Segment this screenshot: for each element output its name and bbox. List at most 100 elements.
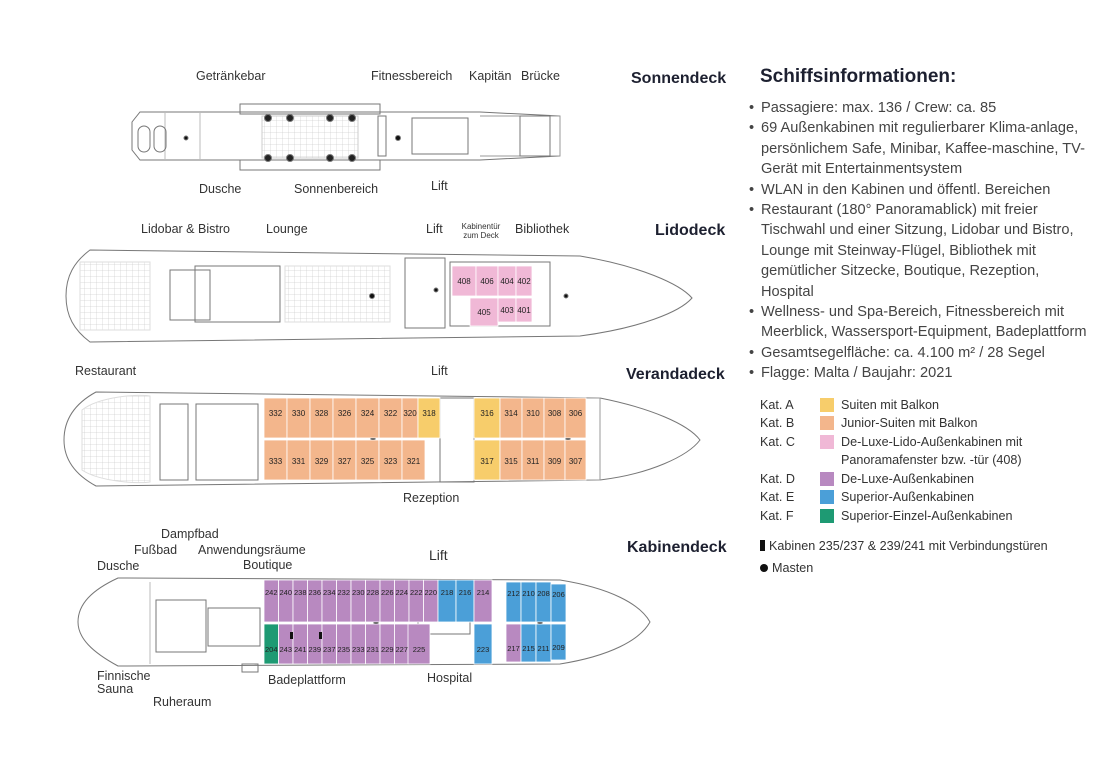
cabin-number: 241 <box>294 645 307 654</box>
cabin-number: 316 <box>480 409 494 418</box>
legend-label: De-Luxe-Lido-Außenkabinen mit Panoramafe… <box>841 434 1023 468</box>
info-title: Schiffsinformationen: <box>760 66 957 87</box>
cabin-number: 405 <box>477 308 491 317</box>
cabin-320 <box>401 397 419 439</box>
cabin-401 <box>515 297 533 323</box>
cabin-number: 204 <box>265 645 278 654</box>
info-bullet: Passagiere: max. 136 / Crew: ca. 85 <box>748 98 1093 119</box>
cabin-number: 212 <box>507 589 520 598</box>
cabin-number: 214 <box>477 588 490 597</box>
cabin-number: 229 <box>381 645 394 654</box>
legend-label: Junior-Suiten mit Balkon <box>841 416 978 431</box>
cabin-240 <box>278 579 294 623</box>
cabin-308 <box>543 397 566 439</box>
cabin-209 <box>550 623 567 661</box>
cabin-228 <box>365 579 381 623</box>
legend-kat: Kat. B <box>760 416 795 431</box>
cabin-number: 320 <box>403 409 417 418</box>
mast-icon <box>760 564 768 573</box>
cabin-number: 230 <box>352 588 365 597</box>
cabin-number: 237 <box>323 645 336 654</box>
cabin-number: 406 <box>480 277 494 286</box>
cabin-314 <box>499 397 523 439</box>
cabin-number: 225 <box>413 645 426 654</box>
cabin-322 <box>378 397 403 439</box>
cabin-number: 226 <box>381 588 394 597</box>
connecting-door-marker <box>290 632 293 639</box>
cabin-234 <box>321 579 337 623</box>
cabin-number: 318 <box>422 409 436 418</box>
cabin-number: 239 <box>308 645 321 654</box>
label-fussbad: Fußbad <box>134 543 178 557</box>
info-bullet: Wellness- und Spa-Bereich, Fitnessbereic… <box>748 302 1093 343</box>
cabin-number: 324 <box>361 409 375 418</box>
cabin-238 <box>292 579 308 623</box>
legend-label: Superior-Einzel-Außenkabinen <box>841 508 1013 523</box>
cabin-number: 233 <box>352 645 365 654</box>
cabin-number: 315 <box>504 457 518 466</box>
cabin-216 <box>455 579 475 623</box>
cabin-206 <box>550 583 567 623</box>
info-bullet: Flagge: Malta / Baujahr: 2021 <box>748 363 1093 384</box>
cabin-number: 332 <box>269 409 283 418</box>
label-kabinentuer: Kabinentür zum Deck <box>461 222 501 240</box>
legend-kat: Kat. A <box>760 397 794 412</box>
cabin-number: 323 <box>384 457 398 466</box>
cabin-204 <box>263 623 279 665</box>
info-bullet: Restaurant (180° Panoramablick) mit frei… <box>748 200 1093 302</box>
cabin-215 <box>520 623 537 663</box>
note-connecting-doors: Kabinen 235/237 & 239/241 mit Verbindung… <box>748 535 1093 557</box>
cabin-number: 211 <box>538 644 550 653</box>
cabin-310 <box>521 397 545 439</box>
cabin-208 <box>535 581 552 623</box>
cabin-225 <box>407 623 431 665</box>
cabin-number: 240 <box>279 588 292 597</box>
info-bullet: Gesamtsegelfläche: ca. 4.100 m² / 28 Seg… <box>748 343 1093 364</box>
cabin-number: 321 <box>407 457 421 466</box>
legend-kat: Kat. D <box>760 471 795 486</box>
cabin-number: 403 <box>500 306 514 315</box>
label-lounge: Lounge <box>266 222 308 236</box>
label-restaurant: Restaurant <box>75 364 137 378</box>
cabin-223 <box>473 623 493 665</box>
cabin-235 <box>336 623 352 665</box>
cabin-242 <box>263 579 279 623</box>
cabin-230 <box>350 579 366 623</box>
cabin-210 <box>520 581 537 623</box>
cabin-number: 228 <box>366 588 379 597</box>
cabin-number: 329 <box>315 457 329 466</box>
verandadeck-plan <box>63 391 701 487</box>
connecting-door-marker <box>319 632 322 639</box>
cabin-218 <box>437 579 457 623</box>
legend-label: De-Luxe-Außenkabinen <box>841 471 975 486</box>
legend-swatch <box>820 416 834 431</box>
cabin-324 <box>355 397 380 439</box>
label-lift-kabinendeck: Lift <box>429 547 448 563</box>
deck-title-kabinendeck: Kabinendeck <box>627 539 727 556</box>
note-text: Masten <box>772 561 814 576</box>
cabin-number: 402 <box>517 277 531 286</box>
cabin-220 <box>423 579 439 623</box>
info-bullet: 69 Außenkabinen mit regulierbarer Klima-… <box>748 118 1093 179</box>
cabin-306 <box>564 397 587 439</box>
cabin-229 <box>379 623 395 665</box>
cabin-number: 408 <box>457 277 471 286</box>
cabin-number: 309 <box>548 457 562 466</box>
cabin-321 <box>401 439 426 481</box>
cabin-227 <box>394 623 410 665</box>
cabin-224 <box>394 579 410 623</box>
cabin-232 <box>336 579 352 623</box>
cabin-212 <box>505 581 522 623</box>
cabin-402 <box>515 265 533 297</box>
deck-title-lidodeck: Lidodeck <box>655 222 726 239</box>
info-bullet-list: Passagiere: max. 136 / Crew: ca. 85 69 A… <box>748 98 1093 384</box>
legend-row: Kat. D De-Luxe-Außenkabinen <box>748 470 1093 489</box>
cabin-307 <box>564 439 587 481</box>
cabin-number: 333 <box>269 457 283 466</box>
cabin-number: 231 <box>366 645 379 654</box>
label-dusche-kabinendeck: Dusche <box>97 559 140 573</box>
